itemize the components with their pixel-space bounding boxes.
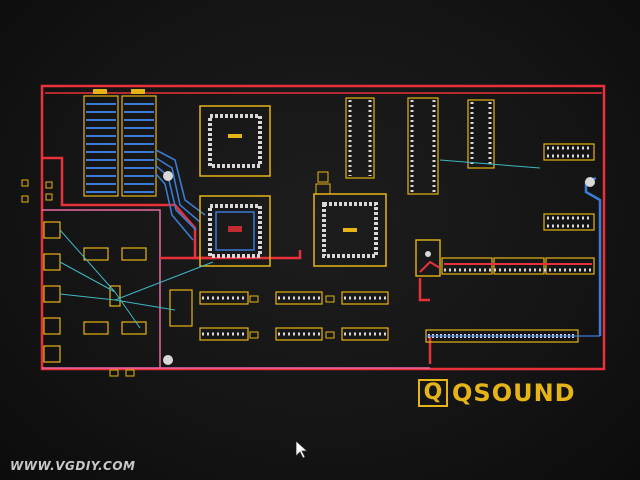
right-ic-1 xyxy=(543,143,595,161)
qfp-chip-center xyxy=(313,193,387,267)
data-bus-traces xyxy=(155,149,206,241)
dip-chip-1 xyxy=(345,97,375,179)
qfp-chip-mid xyxy=(199,195,271,267)
edge-connector xyxy=(425,329,600,343)
ratsnest xyxy=(59,159,541,329)
qsound-logo-text: QSOUND xyxy=(452,379,576,407)
mouse-pointer-icon xyxy=(296,441,308,459)
right-ic-2 xyxy=(543,213,595,231)
ram-chip-1 xyxy=(83,89,119,197)
power-traces xyxy=(42,156,432,364)
mounting-hole-left xyxy=(163,171,173,181)
board-outline xyxy=(40,84,606,371)
dip-chip-3 xyxy=(467,99,495,169)
qsound-logo-mark: Q xyxy=(418,379,448,407)
keepout-outline xyxy=(42,209,161,369)
qfp-chip-top xyxy=(199,105,271,177)
logo-glyph: Q xyxy=(423,380,443,405)
dip-chip-2 xyxy=(407,97,439,195)
right-ic-row xyxy=(441,257,595,275)
ram-chip-2 xyxy=(121,89,157,197)
mounting-hole-right xyxy=(585,177,595,187)
regulator xyxy=(415,239,441,277)
audio-connectors xyxy=(43,221,61,363)
resistor-array xyxy=(199,291,389,341)
small-components xyxy=(83,247,193,335)
misc-pads xyxy=(21,171,335,377)
resistor-pads xyxy=(202,296,386,336)
right-blue-trace xyxy=(584,176,602,336)
mounting-hole-bottom xyxy=(163,355,173,365)
watermark-text: WWW.VGDIY.COM xyxy=(10,459,136,473)
